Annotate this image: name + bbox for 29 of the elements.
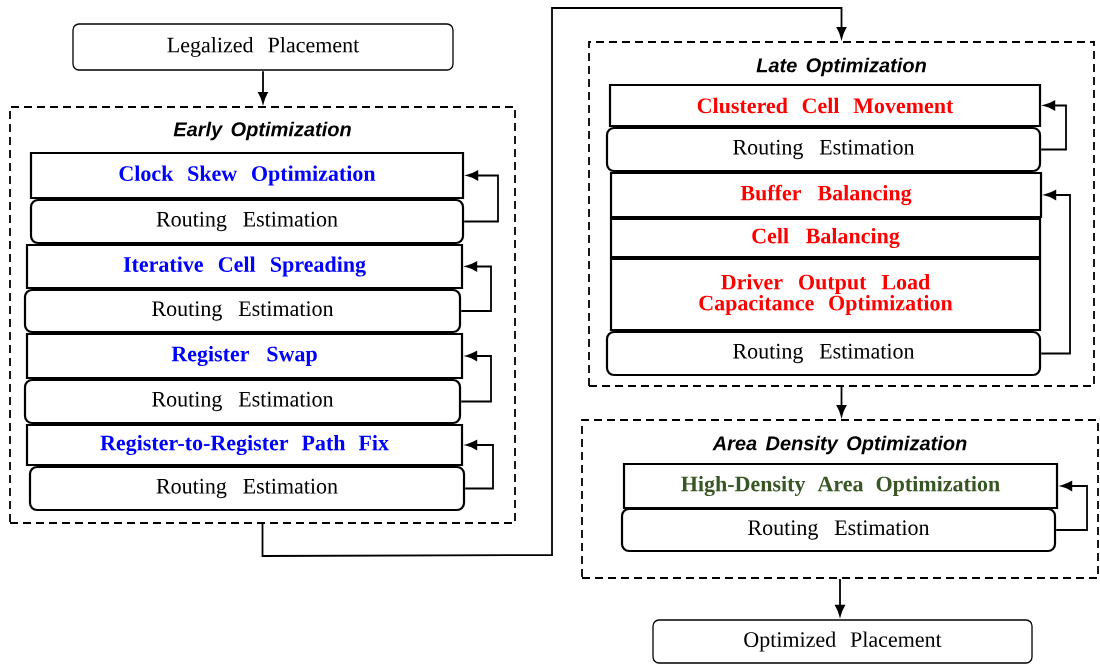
arrow [261, 7, 847, 557]
arrow [258, 70, 268, 104]
process-box: Iterative Cell Spreading [25, 243, 464, 290]
process-box: Clustered Cell Movement [608, 83, 1042, 128]
loop-arrow [463, 170, 499, 223]
process-box: High-Density Area Optimization [622, 462, 1059, 510]
loop-arrow [460, 351, 492, 403]
routing-box: Routing Estimation [29, 198, 465, 245]
process-box: Driver Output Load Capacitance Optimization [609, 257, 1042, 332]
process-box: Clock Skew Optimization [29, 151, 465, 200]
process-box: Cell Balancing [609, 217, 1042, 259]
routing-box: Routing Estimation [23, 378, 462, 425]
arrow [836, 386, 847, 417]
loop-arrow [460, 261, 492, 312]
routing-box: Routing Estimation [620, 507, 1057, 553]
routing-box: Routing Estimation [23, 288, 462, 334]
routing-box: Routing Estimation [605, 330, 1042, 377]
loop-arrow [1055, 481, 1088, 531]
loop-arrow [1040, 190, 1071, 355]
routing-box: Routing Estimation [605, 126, 1042, 173]
process-box: Buffer Balancing [609, 171, 1043, 219]
process-box: Register Swap [25, 332, 464, 380]
loop-arrow [1040, 100, 1067, 151]
process-box: Register-to-Register Path Fix [25, 423, 464, 467]
arrow [835, 578, 845, 617]
routing-box: Routing Estimation [28, 465, 466, 512]
loop-arrow [464, 440, 494, 490]
terminal-box: Optimized Placement [652, 619, 1033, 664]
terminal-box: Legalized Placement [72, 23, 454, 71]
